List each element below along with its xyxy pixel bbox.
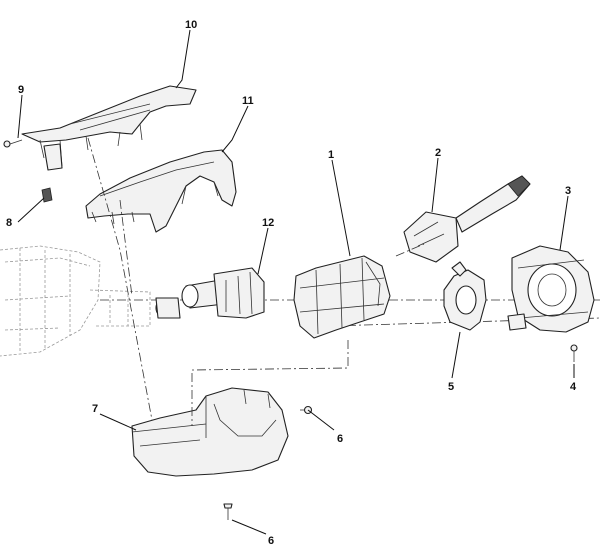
upper-shroud xyxy=(85,149,237,233)
multifunction-lever xyxy=(403,175,531,263)
callout-5: 5 xyxy=(448,381,454,393)
callout-4: 4 xyxy=(570,381,577,393)
steering-column-body xyxy=(0,245,151,357)
callout-10: 10 xyxy=(185,19,197,31)
switch-housing xyxy=(293,255,391,339)
callout-7: 7 xyxy=(92,403,98,415)
clip-8 xyxy=(41,187,53,203)
screw-4 xyxy=(570,344,578,362)
cover-piece-5 xyxy=(443,261,487,331)
callout-1: 1 xyxy=(328,149,334,161)
assembly-guides xyxy=(87,137,425,426)
clockspring xyxy=(507,245,595,333)
leader-lines xyxy=(17,29,575,535)
callout-2: 2 xyxy=(435,147,441,159)
ignition-switch-assembly xyxy=(155,267,265,319)
upper-trim-cover xyxy=(21,85,197,171)
callout-11: 11 xyxy=(242,95,254,107)
screw-6-lower xyxy=(223,503,233,520)
callout-12: 12 xyxy=(262,217,274,229)
screw-9 xyxy=(3,139,23,148)
screw-6-upper xyxy=(300,405,313,415)
callout-3: 3 xyxy=(565,185,571,197)
callout-6-lower: 6 xyxy=(268,535,274,547)
callout-8: 8 xyxy=(6,217,12,229)
lower-shroud xyxy=(131,387,289,477)
callout-9: 9 xyxy=(18,84,24,96)
callout-6-upper: 6 xyxy=(337,433,343,445)
